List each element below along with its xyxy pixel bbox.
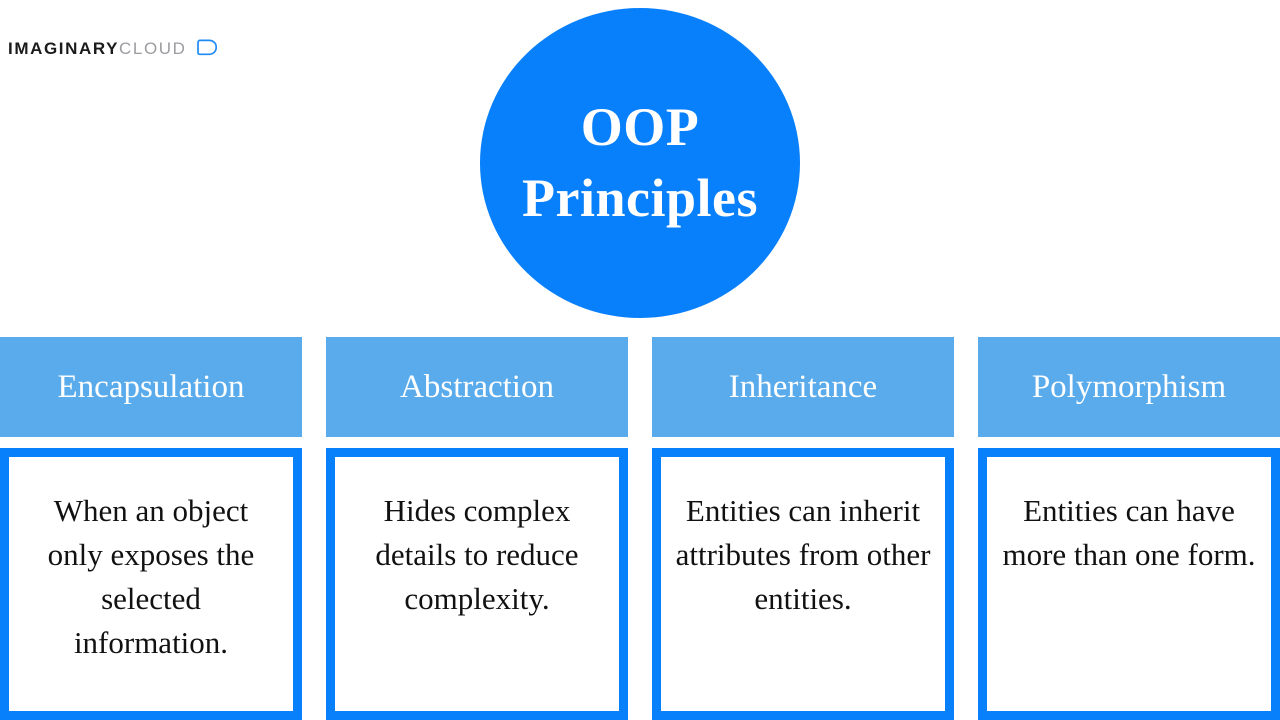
principles-row: Encapsulation When an object only expose… [0, 337, 1280, 720]
brand-name-primary: IMAGINARY [8, 38, 120, 58]
principle-body-inheritance: Entities can inherit attributes from oth… [652, 448, 954, 720]
principle-card-encapsulation[interactable]: Encapsulation When an object only expose… [0, 337, 302, 720]
principle-card-abstraction[interactable]: Abstraction Hides complex details to red… [326, 337, 628, 720]
principle-body-text: Entities can inherit attributes from oth… [675, 493, 931, 617]
page-title: OOP Principles [522, 96, 758, 228]
principle-card-inheritance[interactable]: Inheritance Entities can inherit attribu… [652, 337, 954, 720]
speech-bubble-icon [196, 39, 218, 57]
center-circle: OOP Principles [480, 8, 800, 318]
principle-header-inheritance: Inheritance [652, 337, 954, 437]
principle-body-text: When an object only exposes the selected… [47, 493, 255, 661]
principle-header-abstraction: Abstraction [326, 337, 628, 437]
principle-body-text: Entities can have more than one form. [1002, 493, 1256, 573]
principle-card-polymorphism[interactable]: Polymorphism Entities can have more than… [978, 337, 1280, 720]
principle-body-text: Hides complex details to reduce complexi… [375, 493, 579, 617]
principle-body-polymorphism: Entities can have more than one form. [978, 448, 1280, 720]
principle-body-encapsulation: When an object only exposes the selected… [0, 448, 302, 720]
principle-body-abstraction: Hides complex details to reduce complexi… [326, 448, 628, 720]
principle-header-encapsulation: Encapsulation [0, 337, 302, 437]
principle-header-polymorphism: Polymorphism [978, 337, 1280, 437]
brand-name-secondary: CLOUD [119, 38, 187, 58]
